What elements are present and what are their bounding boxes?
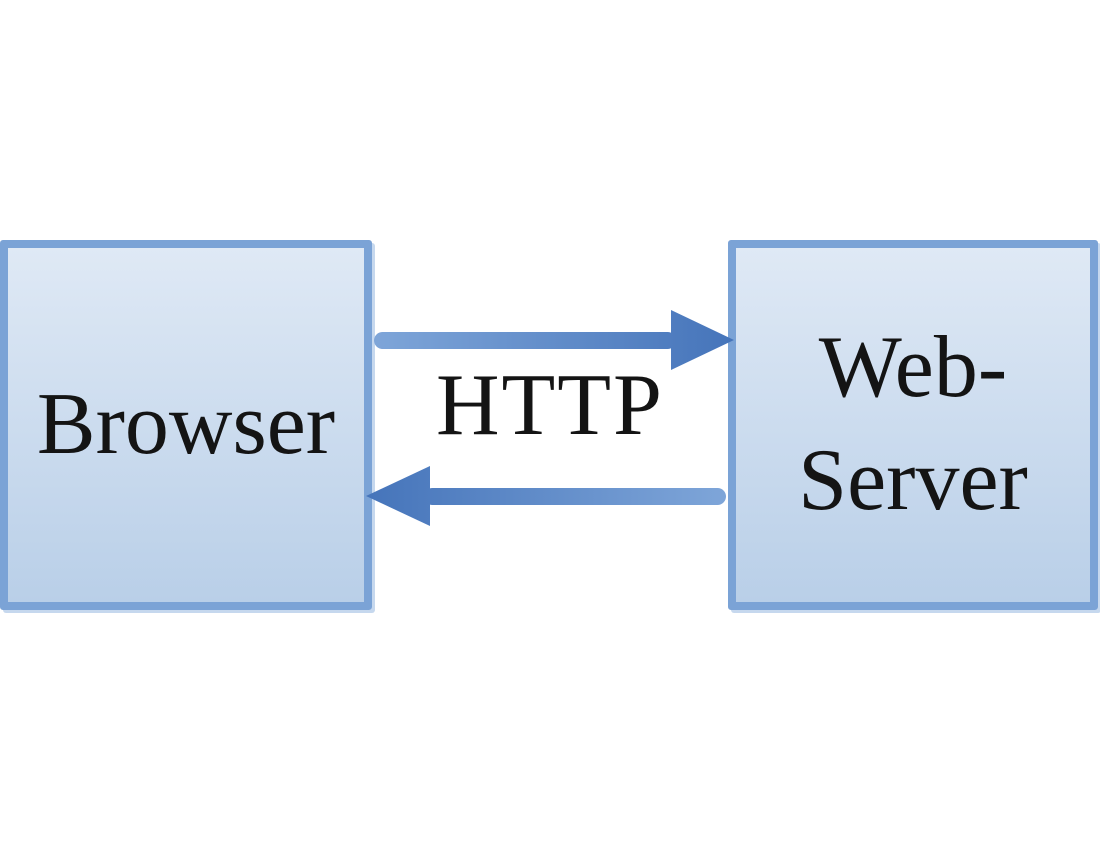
web-server-node: Web- Server — [728, 240, 1098, 610]
web-server-label-line2: Server — [798, 432, 1028, 529]
web-server-label-line1: Web- — [818, 319, 1008, 417]
web-server-label: Web- Server — [798, 312, 1028, 537]
browser-node: Browser — [0, 240, 372, 610]
browser-label: Browser — [36, 375, 336, 473]
http-response-arrow-icon — [366, 466, 726, 526]
http-label: HTTP — [436, 357, 664, 454]
http-request-arrow-icon — [374, 310, 734, 370]
